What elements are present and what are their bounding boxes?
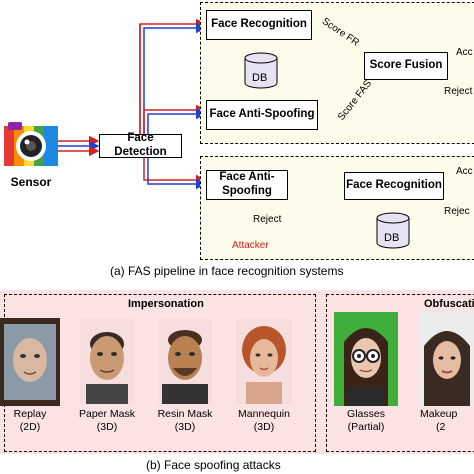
accept-label: Acc <box>456 47 473 58</box>
reject-label-serial-right: Rejec <box>444 206 470 217</box>
glasses-label-line2: (Partial) <box>347 421 385 434</box>
obfuscation-title: Obfuscatio <box>424 298 474 310</box>
mannequin-image <box>236 318 292 404</box>
glasses-label: Glasses (Partial) <box>334 408 398 434</box>
resin-mask-image <box>158 318 212 404</box>
pipeline-caption: (a) FAS pipeline in face recognition sys… <box>110 264 344 278</box>
mannequin-label-line2: (3D) <box>253 421 275 434</box>
camera-sensor-icon <box>4 122 58 166</box>
db-label-serial: DB <box>384 232 400 244</box>
resin-mask-label-line1: Resin Mask <box>157 408 213 420</box>
replay-label: Replay (2D) <box>2 408 58 434</box>
face-recognition-box-serial: Face Recognition <box>344 172 444 200</box>
paper-mask-label: Paper Mask (3D) <box>74 408 140 434</box>
makeup-label-line1: Makeup <box>420 408 458 420</box>
makeup-image <box>420 312 474 406</box>
mannequin-label-line1: Mannequin <box>238 408 290 420</box>
makeup-label: Makeup (2 <box>420 408 474 434</box>
attacker-label: Attacker <box>232 240 269 251</box>
paper-mask-label-line1: Paper Mask <box>78 408 136 420</box>
face-anti-spoofing-box-serial: Face Anti-Spoofing <box>206 170 288 200</box>
makeup-label-line2: (2 <box>436 421 446 434</box>
attacks-caption: (b) Face spoofing attacks <box>146 458 281 472</box>
resin-mask-label: Resin Mask (3D) <box>152 408 218 434</box>
db-label: DB <box>252 72 268 84</box>
database-icon-serial <box>376 212 410 249</box>
face-detection-box: Face Detection <box>99 132 182 158</box>
paper-mask-image <box>80 318 134 404</box>
face-recognition-box: Face Recognition <box>206 10 312 40</box>
reject-label: Reject <box>444 86 473 97</box>
glasses-label-line1: Glasses <box>347 408 385 420</box>
paper-mask-label-line2: (3D) <box>96 421 118 434</box>
replay-label-line1: Replay <box>13 408 47 420</box>
mannequin-label: Mannequin (3D) <box>230 408 298 434</box>
reject-label-serial: Reject <box>253 214 282 225</box>
obfuscation-group <box>326 294 474 452</box>
accept-label-serial: Acc <box>456 166 473 177</box>
replay-attack-image <box>0 318 60 406</box>
sensor-label: Sensor <box>10 175 52 189</box>
glasses-image <box>334 312 398 406</box>
score-fusion-box: Score Fusion <box>364 52 448 80</box>
impersonation-title: Impersonation <box>128 298 204 310</box>
face-anti-spoofing-box: Face Anti-Spoofing <box>206 100 318 130</box>
database-icon <box>244 52 278 89</box>
resin-mask-label-line2: (3D) <box>174 421 196 434</box>
replay-label-line2: (2D) <box>19 421 41 434</box>
